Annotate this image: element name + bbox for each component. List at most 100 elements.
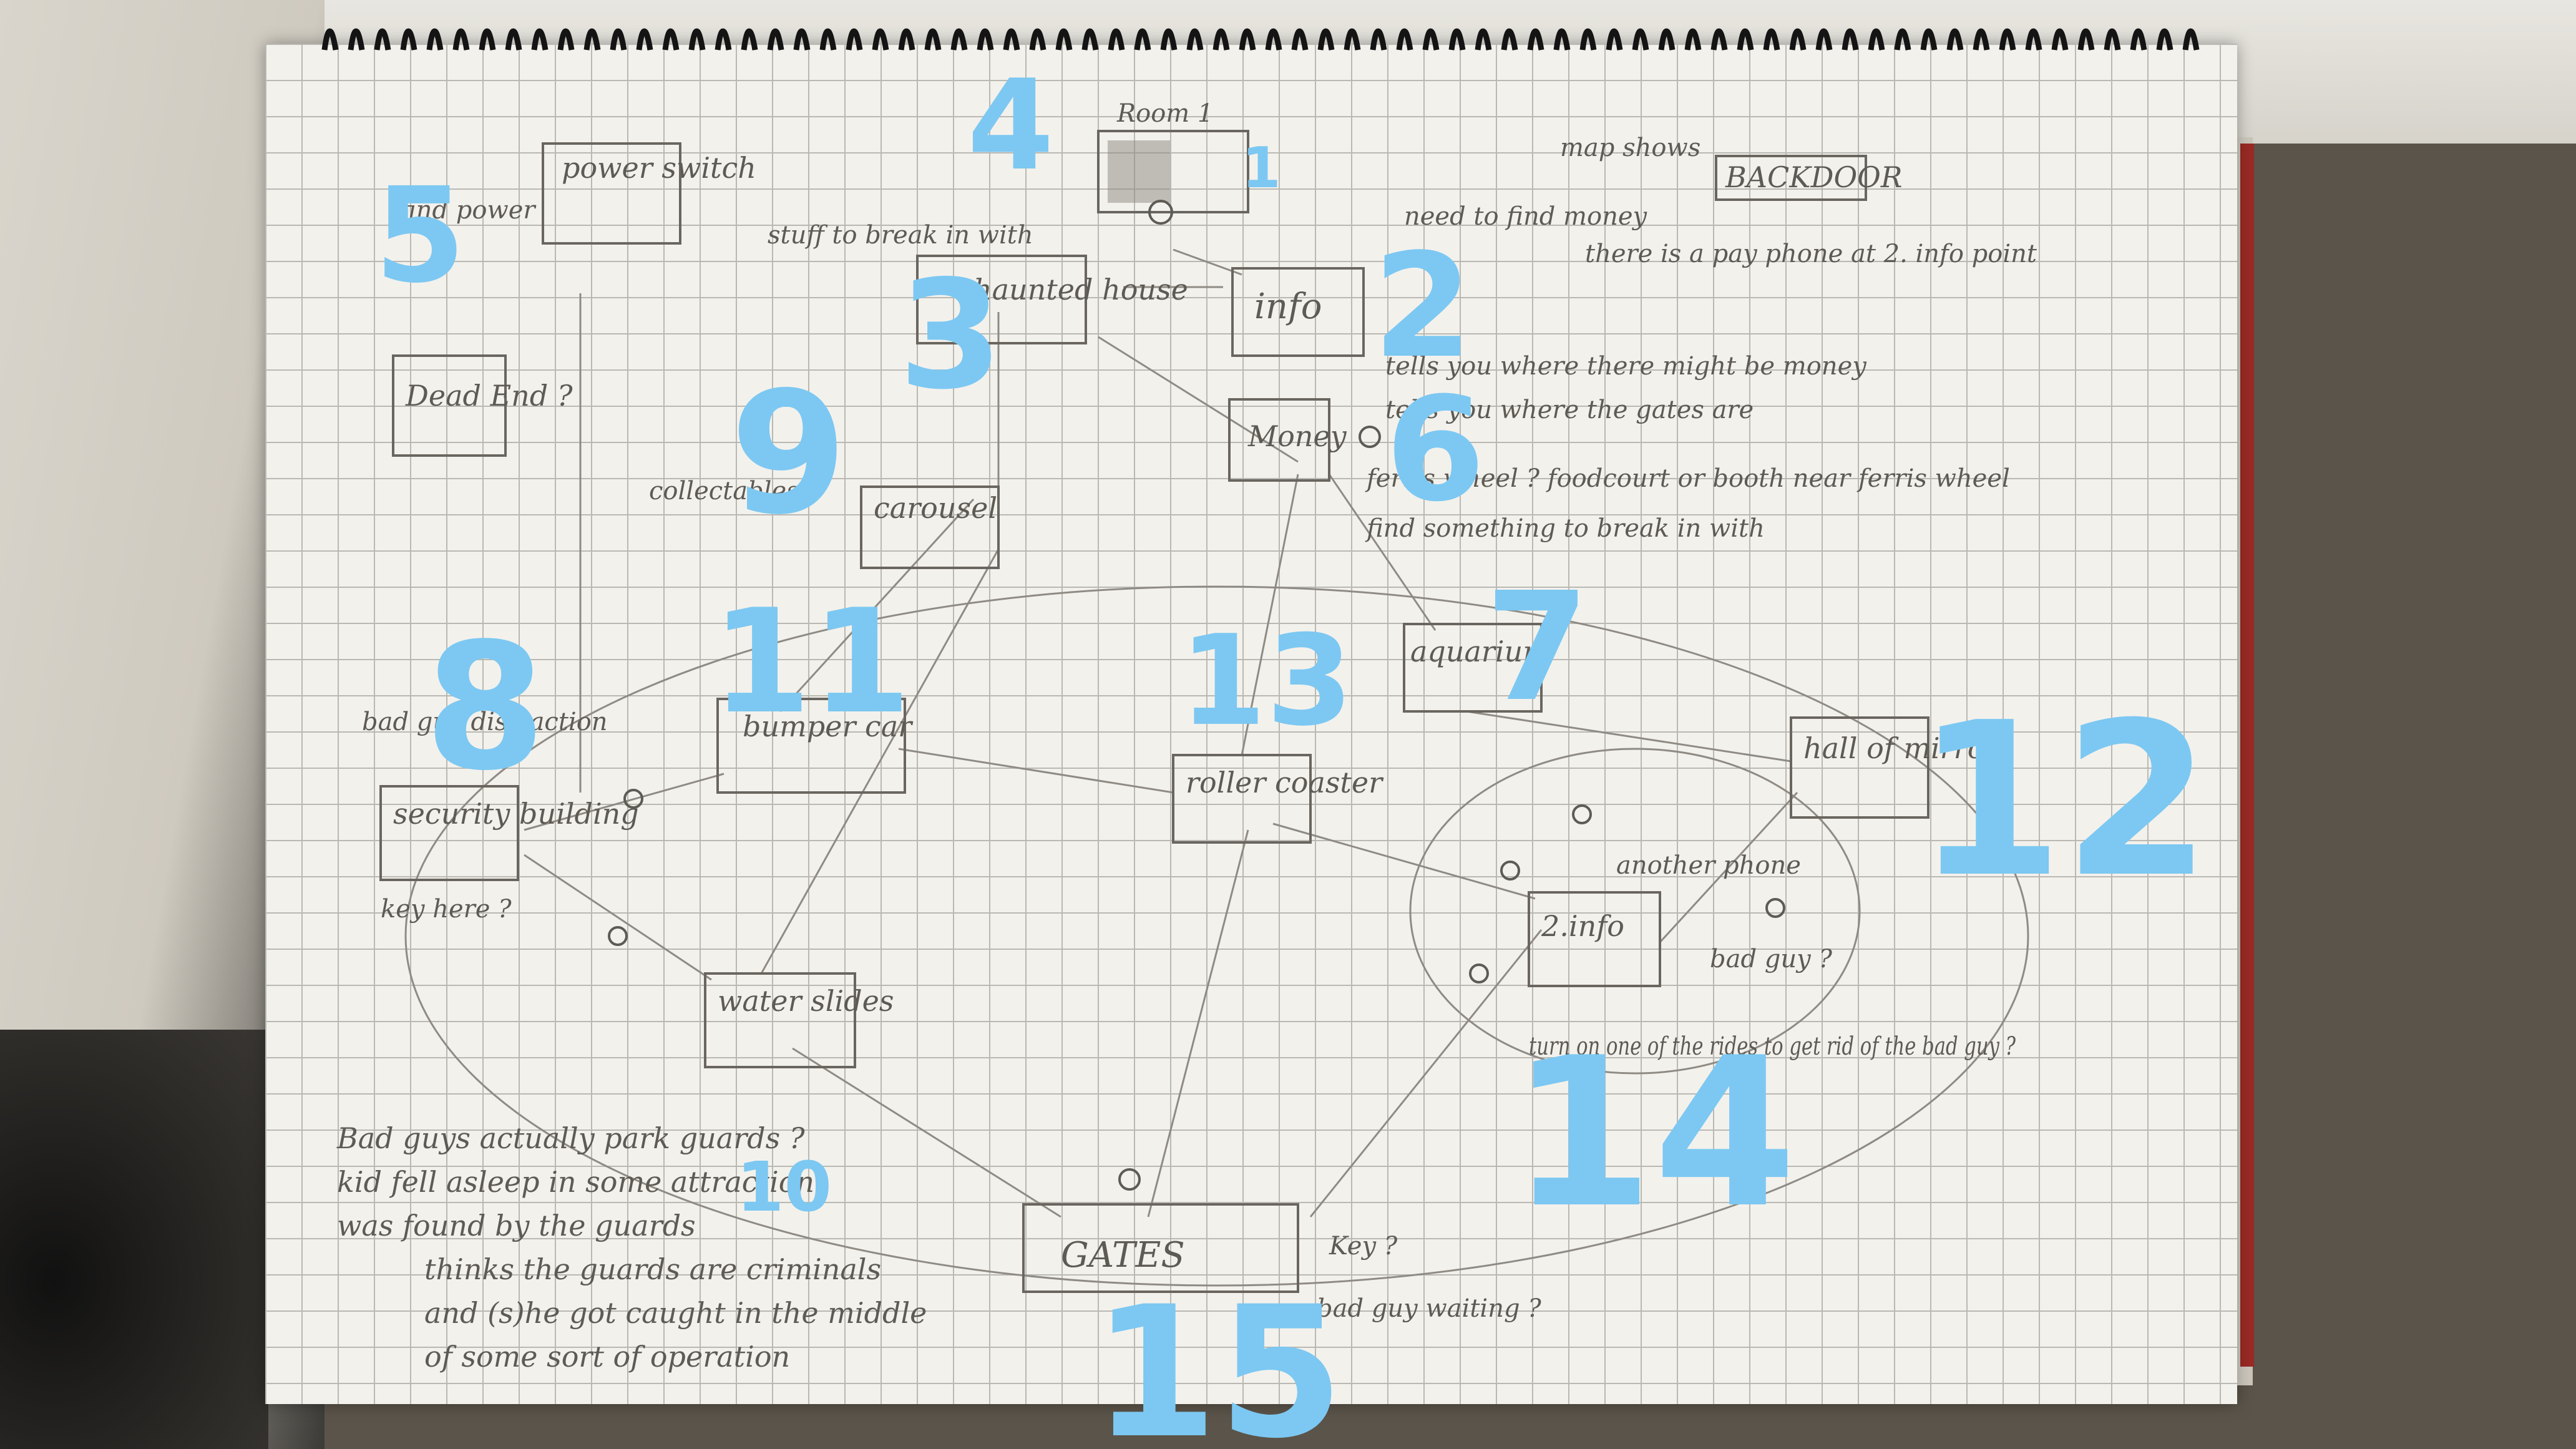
- spiral-coil: [400, 28, 417, 51]
- spiral-coil: [1081, 28, 1099, 51]
- story-line-6: of some sort of operation: [424, 1340, 790, 1373]
- spiral-coil: [636, 28, 653, 51]
- note-bad-guy-waiting: bad guy waiting ?: [1317, 1294, 1541, 1323]
- story-line-4: thinks the guards are criminals: [424, 1252, 881, 1286]
- spiral-coil: [1658, 28, 1676, 51]
- spiral-coil: [1606, 28, 1623, 51]
- spiral-coil: [872, 28, 889, 51]
- note-find-power: find power: [398, 196, 537, 225]
- note-tells-gates: tells you where the gates are: [1385, 396, 1754, 424]
- spiral-coil: [1789, 28, 1807, 51]
- story-line-3: was found by the guards: [337, 1209, 696, 1242]
- note-bad-guy: bad guy ?: [1710, 945, 1832, 973]
- notebook-page: [265, 44, 2237, 1404]
- note-break-in: stuff to break in with: [768, 221, 1033, 250]
- marker-2: 2: [1373, 223, 1473, 390]
- spiral-coil: [2077, 28, 2095, 51]
- spiral-coil: [1029, 28, 1046, 51]
- pencil-notes: find power stuff to break in with map sh…: [362, 134, 2037, 1323]
- hall-of-mirrors-label: hall of mirrors: [1803, 731, 2013, 765]
- spiral-coil: [531, 28, 549, 51]
- spiral-coil: [2051, 28, 2069, 51]
- connection-lines: [404, 248, 2029, 1287]
- spiral-coil: [1894, 28, 1911, 51]
- spiral-coil: [1186, 28, 1204, 51]
- spiral-coil: [505, 28, 522, 51]
- spiral-coil: [374, 28, 391, 51]
- info2-box: [1528, 891, 1661, 987]
- spiral-coil: [1815, 28, 1833, 51]
- water-slides-label: water slides: [718, 984, 894, 1018]
- room1-label: Room 1: [1116, 99, 1213, 128]
- marker-numbers: 5 4 1 2 3 6 9 7 8 11 13 12 14 10 15: [374, 53, 2211, 1449]
- padlock-icons: [608, 200, 1785, 1191]
- spiral-coil: [767, 28, 784, 51]
- note-key-here: key here ?: [381, 895, 512, 924]
- spiral-coil: [1501, 28, 1518, 51]
- roller-coaster-box: [1172, 754, 1312, 844]
- spiral-coil: [1868, 28, 1885, 51]
- story-notes: Bad guys actually park guards ? kid fell…: [336, 1121, 927, 1373]
- spiral-coil: [2025, 28, 2042, 51]
- marker-7: 7: [1485, 560, 1589, 734]
- dead-end-box: [392, 354, 507, 457]
- spiral-coil: [426, 28, 444, 51]
- carousel-label: carousel: [874, 491, 997, 525]
- spiral-coil: [1108, 28, 1125, 51]
- story-line-2: kid fell asleep in some attraction: [337, 1165, 814, 1199]
- spiral-coil: [2182, 28, 2200, 51]
- security-building-label: security building: [393, 797, 639, 831]
- note-turn-on-rides: turn on one of the rides to get rid of t…: [1529, 1032, 2016, 1061]
- spiral-coil: [1579, 28, 1597, 51]
- haunted-house-box: [916, 255, 1087, 344]
- marker-4: 4: [967, 53, 1054, 198]
- carousel-box: [860, 485, 1000, 569]
- note-need-money: need to find money: [1404, 202, 1648, 231]
- roller-coaster-label: roller coaster: [1186, 766, 1384, 799]
- spiral-coil: [950, 28, 968, 51]
- note-pay-phone: there is a pay phone at 2. info point: [1585, 240, 2037, 268]
- spiral-coil: [715, 28, 732, 51]
- spiral-coil: [479, 28, 496, 51]
- spiral-coil: [1973, 28, 1990, 51]
- note-key: Key ?: [1329, 1232, 1398, 1261]
- marker-6: 6: [1385, 367, 1485, 534]
- bumper-car-box: [716, 698, 906, 794]
- note-ferris-wheel: ferris wheel ? foodcourt or booth near f…: [1365, 464, 2010, 493]
- marker-12: 12: [1916, 677, 2211, 924]
- notebook-cover: [2240, 144, 2254, 1367]
- spiral-coil: [1422, 28, 1440, 51]
- spiral-coil: [1920, 28, 1938, 51]
- spiral-coil: [741, 28, 758, 51]
- spiral-coil: [1475, 28, 1492, 51]
- spiral-coil: [688, 28, 706, 51]
- note-another-phone: another phone: [1616, 851, 1801, 880]
- marker-10: 10: [736, 1147, 832, 1227]
- spiral-coil: [1160, 28, 1178, 51]
- backdoor-label: BACKDOOR: [1725, 160, 1903, 194]
- dead-end-label: Dead End ?: [405, 379, 573, 412]
- spiral-coil: [1763, 28, 1780, 51]
- spiral-coil: [793, 28, 811, 51]
- marker-8: 8: [424, 606, 546, 809]
- money-box: [1228, 398, 1330, 482]
- shadow: [0, 1030, 268, 1449]
- spiral-coil: [1291, 28, 1309, 51]
- spiral-coil: [1946, 28, 1964, 51]
- spiral-coil: [977, 28, 994, 51]
- spiral-coil: [348, 28, 365, 51]
- story-line-5: and (s)he got caught in the middle: [424, 1296, 927, 1330]
- gates-box: [1022, 1203, 1299, 1293]
- note-map-shows: map shows: [1560, 134, 1700, 162]
- spiral-coil: [1999, 28, 2016, 51]
- haunted-house-label: haunted house: [973, 273, 1188, 306]
- aquarium-label: aquarium: [1410, 635, 1550, 668]
- spiral-coil: [1710, 28, 1728, 51]
- gates-label: GATES: [1061, 1235, 1185, 1276]
- spiral-coil: [1317, 28, 1335, 51]
- bumper-car-label: bumper car: [743, 710, 914, 743]
- spiral-coil: [2156, 28, 2174, 51]
- spiral-coil: [1003, 28, 1020, 51]
